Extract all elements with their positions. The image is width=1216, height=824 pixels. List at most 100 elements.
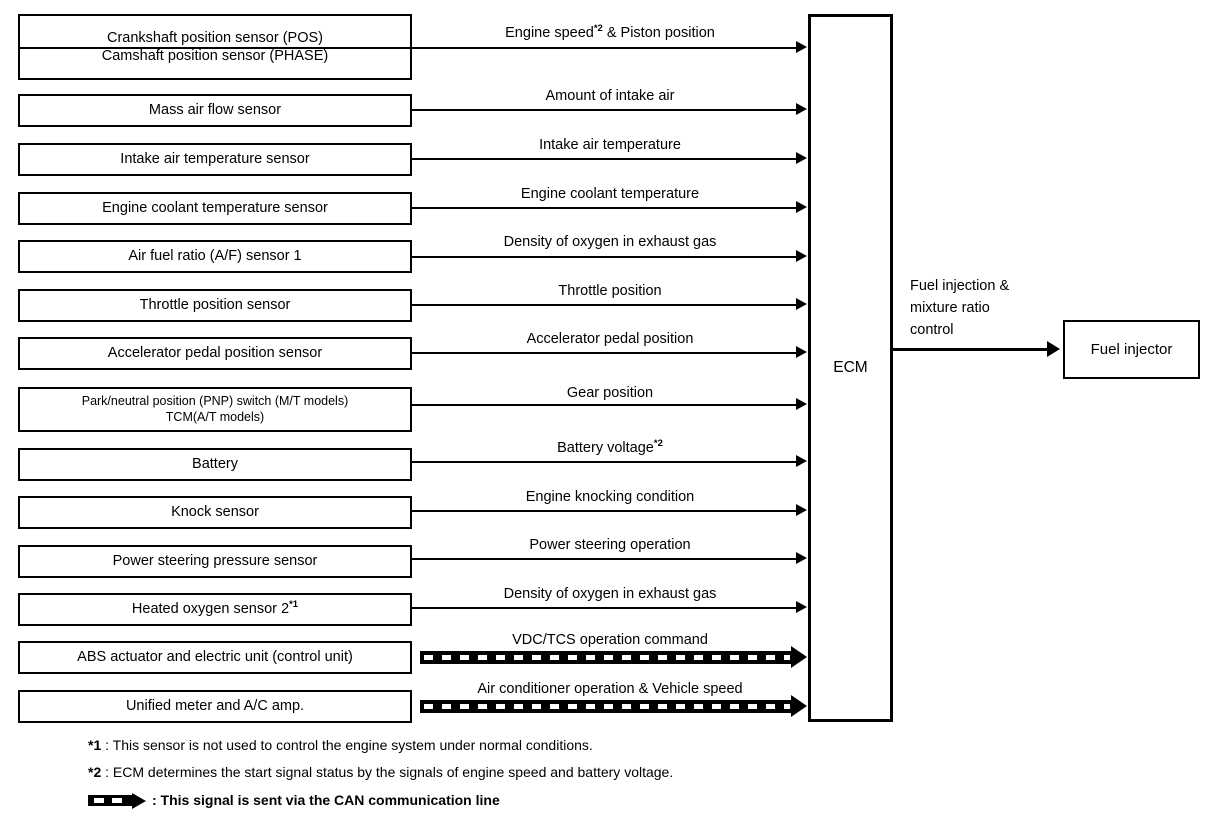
signal-label-vdc-tcs-operation-command: VDC/TCS operation command: [412, 632, 808, 648]
sensor-label-superscript: *1: [289, 599, 299, 611]
sensor-box-pnp-switch-tcm[interactable]: Park/neutral position (PNP) switch (M/T …: [18, 387, 412, 432]
signal-label-accelerator-pedal-position: Accelerator pedal position: [412, 331, 808, 347]
signal-label-text: Throttle position: [558, 283, 662, 299]
ecm-output-line: [893, 348, 1049, 351]
signal-label-text: Density of oxygen in exhaust gas: [503, 586, 717, 602]
sensor-label: Park/neutral position (PNP) switch (M/T …: [81, 393, 349, 408]
can-arrowhead-icon: [791, 646, 807, 668]
signal-line: [412, 47, 797, 49]
signal-line: [412, 304, 797, 306]
signal-label-suffix: & Piston position: [602, 25, 715, 41]
sensor-box-intake-air-temperature[interactable]: Intake air temperature sensor: [18, 143, 412, 176]
signal-arrowhead-icon: [796, 201, 807, 213]
signal-label-throttle-position: Throttle position: [412, 283, 808, 299]
sensor-label: Mass air flow sensor: [148, 102, 282, 119]
signal-label-air-conditioner-vehicle-speed: Air conditioner operation & Vehicle spee…: [412, 681, 808, 697]
sensor-label: Unified meter and A/C amp.: [125, 698, 305, 715]
signal-label-gear-position: Gear position: [412, 385, 808, 401]
signal-line: [412, 207, 797, 209]
footnote-1-mark: *1: [88, 737, 102, 753]
signal-label-text: Accelerator pedal position: [526, 331, 694, 347]
sensor-label: Air fuel ratio (A/F) sensor 1: [128, 248, 302, 265]
signal-arrowhead-icon: [796, 455, 807, 467]
ecm-box[interactable]: ECM: [808, 14, 893, 722]
sensor-label: TCM(A/T models): [165, 409, 265, 424]
signal-label-text: Battery voltage: [557, 440, 654, 456]
signal-label-text: Power steering operation: [529, 537, 691, 553]
signal-label-text: Intake air temperature: [539, 137, 681, 153]
fuel-injector-label: Fuel injector: [1090, 341, 1173, 358]
sensor-label: Accelerator pedal position sensor: [107, 345, 323, 362]
footnote-2: *2 : ECM determines the start signal sta…: [88, 765, 1138, 779]
footnote-2-text: : ECM determines the start signal status…: [101, 764, 674, 780]
signal-arrowhead-icon: [796, 398, 807, 410]
signal-line: [412, 404, 797, 406]
signal-label-text: Engine speed: [505, 25, 594, 41]
sensor-label: Power steering pressure sensor: [112, 553, 318, 570]
signal-arrowhead-icon: [796, 41, 807, 53]
signal-arrowhead-icon: [796, 504, 807, 516]
sensor-box-throttle-position[interactable]: Throttle position sensor: [18, 289, 412, 322]
can-arrow-icon: [88, 792, 150, 809]
signal-line: [412, 109, 797, 111]
box-divider: [20, 47, 410, 49]
footnote-1: *1 : This sensor is not used to control …: [88, 738, 1138, 752]
can-signal-line: [420, 700, 792, 713]
signal-label-superscript: *2: [593, 23, 603, 35]
sensor-label: Heated oxygen sensor 2*1: [131, 599, 299, 618]
sensor-box-crankshaft-camshaft[interactable]: Crankshaft position sensor (POS) Camshaft…: [18, 14, 412, 80]
sensor-box-accelerator-pedal-position[interactable]: Accelerator pedal position sensor: [18, 337, 412, 370]
signal-label-superscript: *2: [653, 438, 663, 450]
sensor-box-mass-air-flow[interactable]: Mass air flow sensor: [18, 94, 412, 127]
signal-label-text: Engine knocking condition: [525, 489, 695, 505]
signal-label-density-of-oxygen-af: Density of oxygen in exhaust gas: [412, 234, 808, 250]
signal-label-amount-of-intake-air: Amount of intake air: [412, 88, 808, 104]
signal-label-battery-voltage: Battery voltage*2: [412, 438, 808, 456]
sensor-box-unified-meter-ac-amp[interactable]: Unified meter and A/C amp.: [18, 690, 412, 723]
sensor-box-battery[interactable]: Battery: [18, 448, 412, 481]
signal-label-text: Gear position: [566, 385, 654, 401]
signal-label-text: Density of oxygen in exhaust gas: [503, 234, 717, 250]
sensor-box-knock-sensor[interactable]: Knock sensor: [18, 496, 412, 529]
signal-line: [412, 607, 797, 609]
sensor-label: Battery: [192, 456, 238, 473]
signal-label-text: Amount of intake air: [545, 88, 675, 104]
signal-label-engine-speed-piston-position: Engine speed*2 & Piston position: [412, 23, 808, 41]
signal-arrowhead-icon: [796, 298, 807, 310]
can-arrowhead-icon: [791, 695, 807, 717]
can-legend-label: : This signal is sent via the CAN commun…: [152, 792, 500, 808]
signal-line: [412, 352, 797, 354]
signal-arrowhead-icon: [796, 552, 807, 564]
signal-label-engine-coolant-temperature: Engine coolant temperature: [412, 186, 808, 202]
sensor-box-heated-oxygen-sensor-2[interactable]: Heated oxygen sensor 2*1: [18, 593, 412, 626]
signal-line: [412, 158, 797, 160]
sensor-label: Knock sensor: [171, 504, 259, 521]
sensor-box-air-fuel-ratio[interactable]: Air fuel ratio (A/F) sensor 1: [18, 240, 412, 273]
sensor-label: Crankshaft position sensor (POS): [107, 29, 323, 46]
sensor-label: Throttle position sensor: [139, 297, 291, 314]
signal-label-text: Air conditioner operation & Vehicle spee…: [477, 681, 743, 697]
signal-arrowhead-icon: [796, 250, 807, 262]
signal-label-intake-air-temperature: Intake air temperature: [412, 137, 808, 153]
ecm-output-arrowhead-icon: [1047, 341, 1060, 357]
sensor-box-power-steering-pressure[interactable]: Power steering pressure sensor: [18, 545, 412, 578]
signal-arrowhead-icon: [796, 346, 807, 358]
can-signal-line: [420, 651, 792, 664]
signal-label-text: VDC/TCS operation command: [512, 632, 708, 648]
signal-label-engine-knocking-condition: Engine knocking condition: [412, 489, 808, 505]
sensor-label: Camshaft position sensor (PHASE): [101, 48, 329, 64]
signal-arrowhead-icon: [796, 601, 807, 613]
sensor-box-engine-coolant-temperature[interactable]: Engine coolant temperature sensor: [18, 192, 412, 225]
signal-label-density-of-oxygen-ho2s: Density of oxygen in exhaust gas: [412, 586, 808, 602]
signal-line: [412, 558, 797, 560]
signal-label-text: Engine coolant temperature: [520, 186, 700, 202]
sensor-label: Intake air temperature sensor: [120, 151, 310, 168]
sensor-label: Engine coolant temperature sensor: [102, 200, 328, 217]
signal-arrowhead-icon: [796, 152, 807, 164]
footnote-2-mark: *2: [88, 764, 102, 780]
fuel-injector-box[interactable]: Fuel injector: [1063, 320, 1200, 379]
signal-line: [412, 256, 797, 258]
sensor-box-abs-actuator[interactable]: ABS actuator and electric unit (control …: [18, 641, 412, 674]
ecm-label: ECM: [833, 359, 868, 376]
